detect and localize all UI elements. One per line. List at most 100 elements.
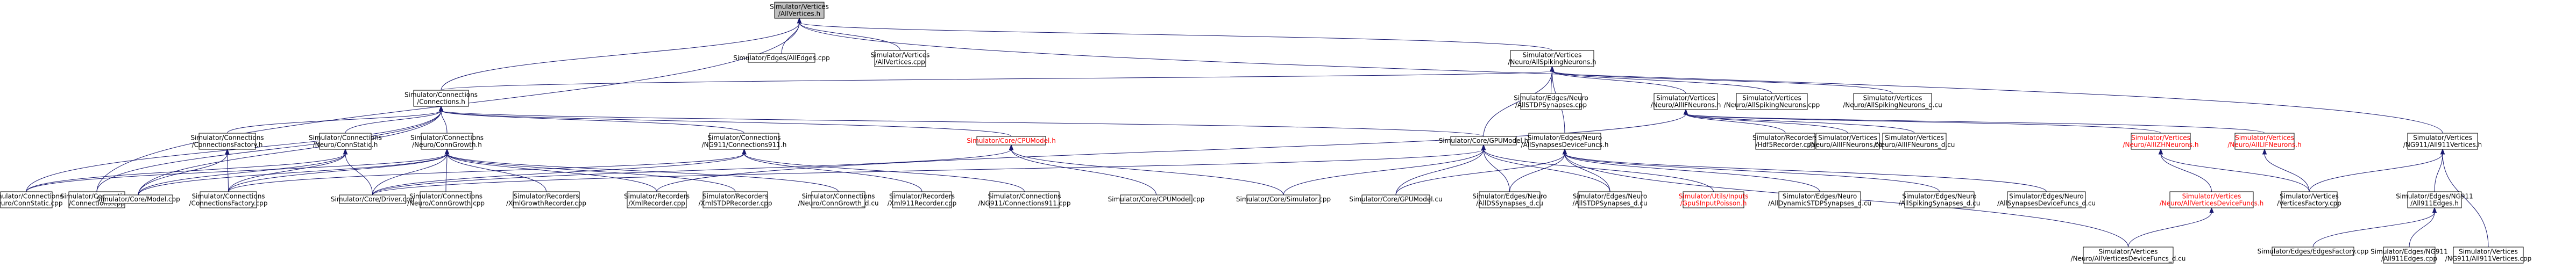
graph-node-all911edges_cpp[interactable]: Simulator/Edges/NG911/All911Edges.cpp <box>2371 247 2448 264</box>
graph-node-allspiking_h[interactable]: Simulator/Vertices/Neuro/AllSpikingNeuro… <box>1508 50 1596 67</box>
graph-node-gpusinputpoisson_h[interactable]: Simulator/Utils/Inputs/GpuSInputPoisson.… <box>1679 191 1749 208</box>
edge-line <box>441 110 448 134</box>
edge-line <box>2128 212 2212 248</box>
graph-node-allvertices_cpp[interactable]: Simulator/Vertices/AllVertices.cpp <box>871 50 930 67</box>
graph-node-allifneurons_dcu[interactable]: Simulator/Vertices/Neuro/AllIFNeurons_d.… <box>1874 133 1955 150</box>
graph-node-allvertices_h: Simulator/Vertices/AllVertices.h <box>770 2 829 19</box>
node-label: Simulator/Recorders <box>514 193 579 200</box>
edge-line <box>446 153 547 192</box>
node-box <box>1578 191 1642 208</box>
graph-node-allstdpsynapses_cpp[interactable]: Simulator/Edges/Neuro/AllSTDPSynapses.cp… <box>1514 93 1588 110</box>
edge-connections911_h-connfactory_cpp <box>228 148 747 192</box>
node-label: /XmlGrowthRecorder.cpp <box>506 200 586 207</box>
node-label: Simulator/Edges/Neuro <box>1573 193 1647 200</box>
graph-node-connections911_cpp[interactable]: Simulator/Connections/NG911/Connections9… <box>978 191 1071 208</box>
node-label: /AllVertices.cpp <box>875 59 925 66</box>
edge-connstatic_h-connstatic_cpp <box>26 148 348 192</box>
graph-node-conngrowth_cpp[interactable]: Simulator/Connections/Neuro/ConnGrowth.c… <box>407 191 485 208</box>
edge-conngrowth_h-xmlrecorder_cpp <box>444 148 657 192</box>
graph-node-model_cpp[interactable]: Simulator/Core/Model.cpp <box>96 194 180 204</box>
graph-node-nr911vertices_h[interactable]: Simulator/Vertices/NG911/All911Vertices.… <box>2403 133 2482 150</box>
edge-line <box>345 153 373 195</box>
graph-node-all911edges_h[interactable]: Simulator/Edges/NG911/All911Edges.h <box>2396 191 2473 208</box>
graph-node-allsynapsesdevicefuncs_h[interactable]: Simulator/Edges/Neuro/AllSynapsesDeviceF… <box>1521 133 1609 150</box>
graph-node-connfactory_h[interactable]: Simulator/Connections/ConnectionsFactory… <box>190 133 264 150</box>
node-box <box>1736 93 1808 110</box>
edge-line <box>1509 153 1565 192</box>
node-label: Simulator/Recorders <box>1752 134 1818 142</box>
graph-node-alldynamicstdp_dcu[interactable]: Simulator/Edges/Neuro/AllDynamicSTDPSyna… <box>1768 191 1871 208</box>
graph-node-alldssynapses_dcu[interactable]: Simulator/Edges/Neuro/AllDSSynapses_d.cu <box>1472 191 1547 208</box>
edge-line <box>441 70 1552 91</box>
edge-line <box>446 153 839 192</box>
graph-node-alledges_cpp[interactable]: Simulator/Edges/AllEdges.cpp <box>733 53 830 63</box>
edge-nr911vertices_h-verticesfactory_cpp <box>2309 148 2445 192</box>
edge-line <box>1552 70 1686 94</box>
edge-line <box>2160 153 2310 192</box>
edge-line <box>1685 113 1915 134</box>
node-box <box>319 133 372 150</box>
graph-node-hdf5recorder_cpp[interactable]: Simulator/Recorders/Hdf5Recorder.cpp <box>1752 133 1818 150</box>
edge-line <box>441 110 1012 137</box>
node-box <box>811 191 865 208</box>
edge-line <box>1564 153 1940 192</box>
graph-node-allverticesdevicefuncs_dcu[interactable]: Simulator/Vertices/Neuro/AllVerticesDevi… <box>2071 247 2186 264</box>
edge-allifneurons_h-allifneurons_dcu <box>1683 108 1915 134</box>
graph-node-conngrowth_h[interactable]: Simulator/Connections/Neuro/ConnGrowth.h <box>410 133 484 150</box>
graph-node-simulator_cpp[interactable]: Simulator/Core/Simulator.cpp <box>1236 194 1331 204</box>
node-label: Simulator/Recorders <box>624 193 690 200</box>
graph-node-edgesfactory_cpp[interactable]: Simulator/Edges/EdgesFactory.cpp <box>2258 247 2369 256</box>
graph-node-gpumodel_h[interactable]: Simulator/Core/GPUModel.h <box>1439 136 1529 146</box>
node-label: Simulator/Vertices <box>2413 134 2472 142</box>
graph-node-gpumodel_cu[interactable]: Simulator/Core/GPUModel.cu <box>1349 194 1443 204</box>
node-box <box>2407 133 2478 150</box>
graph-node-all911vertices_cpp[interactable]: Simulator/Vertices/NG911/All911Vertices.… <box>2445 247 2532 264</box>
graph-node-verticesfactory_cpp[interactable]: Simulator/Vertices/VerticesFactory.cpp <box>2277 191 2341 208</box>
node-box <box>709 133 779 150</box>
graph-node-allifneurons_cpp[interactable]: Simulator/Vertices/Neuro/AllIFNeurons.cp… <box>1809 133 1887 150</box>
graph-node-allspikingsynapses_dcu[interactable]: Simulator/Edges/Neuro/AllSpikingSynapses… <box>1899 191 1981 208</box>
node-label: /All911Edges.h <box>2410 200 2459 207</box>
edge-conngrowth_h-connstatic_cpp <box>26 148 450 192</box>
graph-node-connections911_h[interactable]: Simulator/Connections/NG911/Connections9… <box>702 133 787 150</box>
graph-node-alllifneurons_h[interactable]: Simulator/Vertices/Neuro/AllLIFNeurons.h <box>2227 133 2302 150</box>
graph-node-allifneurons_h[interactable]: Simulator/Vertices/Neuro/AllIFNeurons.h <box>1651 93 1721 110</box>
graph-node-connections_h[interactable]: Simulator/Connections/Connections.h <box>405 90 478 107</box>
node-box <box>420 191 472 208</box>
edge-line <box>2312 212 2435 248</box>
node-label: Simulator/Core/Simulator.cpp <box>1236 195 1331 203</box>
arrowhead-icon <box>2209 207 2214 213</box>
graph-node-xml911recorder_cpp[interactable]: Simulator/Recorders/Xml911Recorder.cpp <box>888 191 957 208</box>
graph-node-cpumodel_cpp[interactable]: Simulator/Core/CPUModel.cpp <box>1108 194 1205 204</box>
graph-node-allsynapsesdevicefuncs_dcu[interactable]: Simulator/Edges/Neuro/AllSynapsesDeviceF… <box>1997 191 2096 208</box>
graph-node-driver_cpp[interactable]: Simulator/Core/Driver.cpp <box>331 194 414 204</box>
graph-node-xmlstdprecorder_cpp[interactable]: Simulator/Recorders/XmlSTDPRecorder.cpp <box>698 191 772 208</box>
node-label: Simulator/Vertices <box>2280 193 2339 200</box>
graph-node-xmlgrowthrecorder_cpp[interactable]: Simulator/Recorders/XmlGrowthRecorder.cp… <box>506 191 586 208</box>
arrowhead-icon <box>2158 148 2163 155</box>
graph-node-connstatic_cpp[interactable]: Simulator/Connections/Neuro/ConnStatic.c… <box>0 191 63 208</box>
edge-conngrowth_h-driver_cpp <box>372 148 450 195</box>
node-label: /Neuro/AllSpikingNeurons.cpp <box>1724 102 1820 109</box>
node-box <box>627 191 687 208</box>
graph-node-allizhneurons_h[interactable]: Simulator/Vertices/Neuro/AllIZHNeurons.h <box>2123 133 2199 150</box>
edge-line <box>1011 149 1284 195</box>
node-label: /GpuSInputPoisson.h <box>1680 200 1747 207</box>
graph-node-conngrowth_dcu[interactable]: Simulator/Connections/Neuro/ConnGrowth_d… <box>798 191 879 208</box>
graph-node-allverticesdevicefuncs_h[interactable]: Simulator/Vertices/Neuro/AllVerticesDevi… <box>2160 191 2264 208</box>
node-label: /Neuro/AllIFNeurons.h <box>1651 102 1721 109</box>
edge-line <box>1685 113 2161 134</box>
graph-node-cpumodel_h[interactable]: Simulator/Core/CPUModel.h <box>967 136 1056 146</box>
node-label: Simulator/Edges/Neuro <box>1902 193 1976 200</box>
graph-node-allstdpsynapses_dcu[interactable]: Simulator/Edges/Neuro/AllSTDPSynapses_d.… <box>1572 191 1648 208</box>
edge-line <box>138 153 228 195</box>
node-label: /NG911/Connections911.cpp <box>978 200 1071 207</box>
node-box <box>0 191 53 208</box>
edge-line <box>2309 153 2443 192</box>
edge-line <box>228 153 744 192</box>
graph-node-allspikingneurons_cpp[interactable]: Simulator/Vertices/Neuro/AllSpikingNeuro… <box>1724 93 1820 110</box>
graph-node-connstatic_h[interactable]: Simulator/Connections/Neuro/ConnStatic.h <box>309 133 382 150</box>
graph-node-connfactory_cpp[interactable]: Simulator/Connections/ConnectionsFactory… <box>189 191 268 208</box>
graph-node-xmlrecorder_cpp[interactable]: Simulator/Recorders/XmlRecorder.cpp <box>624 191 690 208</box>
graph-node-allspikingneurons_dcu[interactable]: Simulator/Vertices/Neuro/AllSpikingNeuro… <box>1843 93 1942 110</box>
